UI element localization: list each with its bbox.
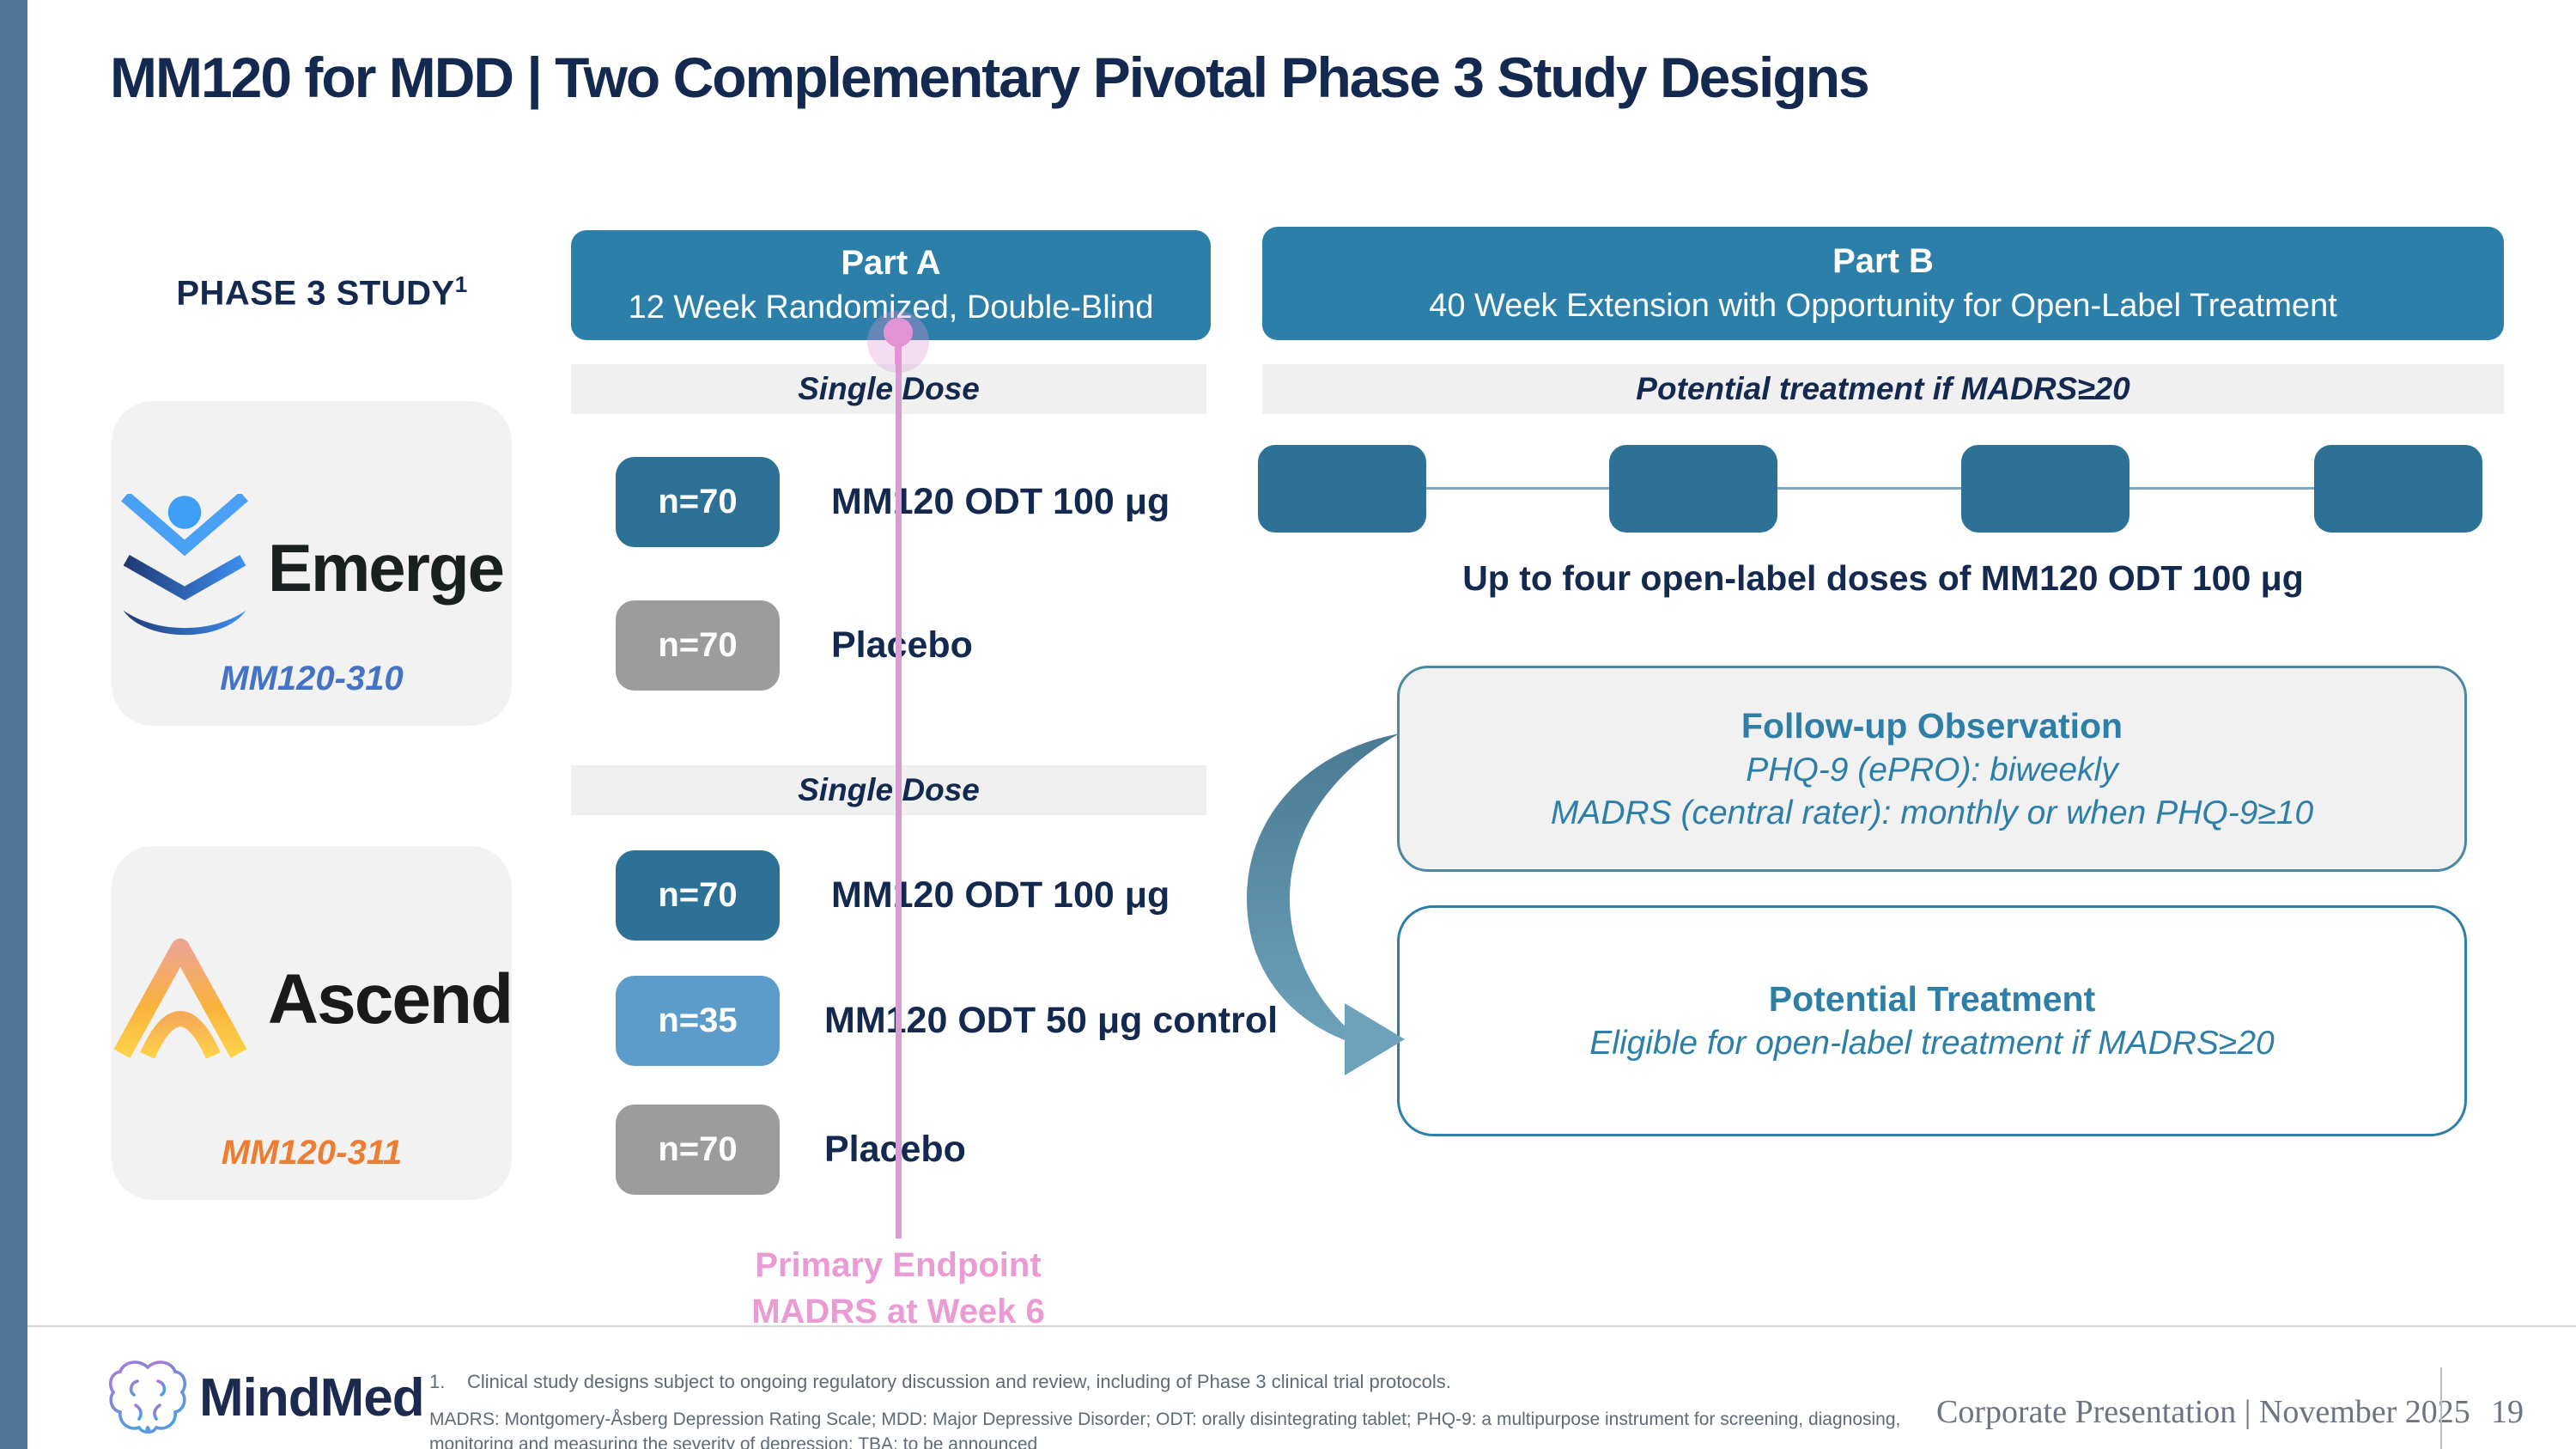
emerge-study-card: Emerge MM120-310 (112, 401, 512, 726)
page-number-divider (2440, 1367, 2442, 1449)
primary-endpoint-timeline (896, 345, 902, 1239)
ascend-arm1-n-box: n=70 (616, 850, 780, 941)
emerge-logo-row: Emerge (112, 491, 512, 642)
phase-3-study-label: PHASE 3 STUDY1 (159, 271, 485, 313)
phase-3-study-text: PHASE 3 STUDY (176, 274, 455, 313)
corporate-presentation-label: Corporate Presentation | November 2025 (1936, 1394, 2470, 1430)
ascend-study-card: Ascend MM120-311 (112, 846, 513, 1200)
phase-3-study-footnote-ref: 1 (454, 271, 468, 297)
emerge-wordmark: Emerge (267, 530, 505, 606)
followup-title: Follow-up Observation (1741, 705, 2123, 746)
emerge-arm1-n-box: n=70 (616, 457, 780, 547)
emerge-study-id: MM120-310 (220, 660, 404, 697)
single-dose-bar-emerge: Single Dose (571, 364, 1206, 414)
page-number: 19 (2491, 1394, 2524, 1430)
primary-endpoint-label: Primary Endpoint MADRS at Week 6 (726, 1242, 1070, 1335)
left-accent-bar (0, 0, 27, 1449)
part-a-subtitle: 12 Week Randomized, Double-Blind (628, 289, 1154, 326)
ascend-logo-icon (112, 928, 249, 1070)
ascend-arm2-label: MM120 ODT 50 μg control (824, 1000, 1279, 1041)
ascend-arm2-n-box: n=35 (616, 976, 780, 1066)
open-label-dose-box-2 (1609, 445, 1777, 533)
ascend-arm1-label: MM120 ODT 100 μg (831, 874, 1170, 916)
ascend-logo-row: Ascend (112, 928, 513, 1070)
primary-endpoint-line2: MADRS at Week 6 (751, 1293, 1045, 1330)
ascend-wordmark: Ascend (267, 959, 513, 1038)
followup-observation-box: Follow-up Observation PHQ-9 (ePRO): biwe… (1397, 666, 2467, 872)
primary-endpoint-line1: Primary Endpoint (755, 1246, 1042, 1284)
open-label-dose-box-3 (1961, 445, 2129, 533)
ascend-arm3-label: Placebo (824, 1105, 966, 1195)
open-label-caption: Up to four open-label doses of MM120 ODT… (1462, 558, 2304, 598)
dose-pin-icon (881, 318, 915, 372)
potential-line1: Eligible for open-label treatment if MAD… (1589, 1025, 2275, 1062)
followup-line1: PHQ-9 (ePRO): biweekly (1746, 751, 2118, 788)
footnote-2: MADRS: Montgomery-Åsberg Depression Rati… (429, 1409, 1901, 1449)
footnote-1: 1. Clinical study designs subject to ongo… (429, 1371, 1949, 1393)
footnote-1-marker: 1. (429, 1371, 446, 1392)
ascend-study-id: MM120-311 (221, 1134, 403, 1172)
open-label-dose-box-4 (2314, 445, 2482, 533)
mindmed-wordmark: MindMed (199, 1368, 425, 1428)
emerge-arm2-n-box: n=70 (616, 600, 780, 691)
part-b-subtitle: 40 Week Extension with Opportunity for O… (1429, 288, 2337, 324)
ascend-arm3-n-box: n=70 (616, 1105, 780, 1195)
followup-line2: MADRS (central rater): monthly or when P… (1550, 794, 2314, 831)
potential-treatment-box: Potential Treatment Eligible for open-la… (1397, 905, 2467, 1136)
emerge-logo-icon (120, 491, 249, 642)
emerge-arm2-label: Placebo (831, 624, 973, 666)
open-label-dose-box-1 (1258, 445, 1426, 533)
potential-title: Potential Treatment (1768, 979, 2096, 1019)
mindmed-brain-icon (105, 1355, 191, 1446)
slide-title: MM120 for MDD | Two Complementary Pivota… (110, 46, 1870, 109)
curved-arrow-icon (1235, 727, 1406, 1085)
part-b-title: Part B (1832, 242, 1934, 280)
footnote-1-text: Clinical study designs subject to ongoin… (467, 1371, 1451, 1392)
part-b-header: Part B 40 Week Extension with Opportunit… (1262, 227, 2504, 340)
single-dose-bar-ascend: Single Dose (571, 765, 1206, 815)
potential-treatment-bar: Potential treatment if MADRS≥20 (1262, 364, 2504, 414)
part-a-title: Part A (841, 244, 941, 282)
footnotes: 1. Clinical study designs subject to ongo… (429, 1371, 1949, 1449)
footer-divider (27, 1325, 2576, 1327)
emerge-arm1-label: MM120 ODT 100 μg (831, 481, 1170, 522)
open-label-dose-connector (1258, 487, 2482, 490)
